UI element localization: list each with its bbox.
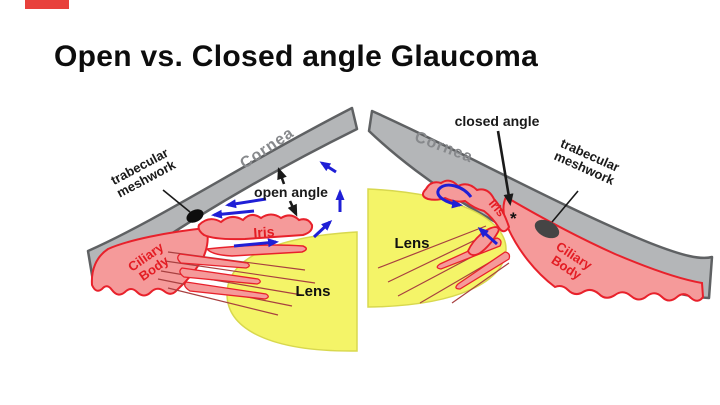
closed-angle-asterisk: * bbox=[510, 209, 517, 228]
lens-label-left: Lens bbox=[295, 283, 330, 300]
lens-label-right: Lens bbox=[394, 235, 429, 252]
aqueous-flow-arrows-left bbox=[211, 161, 345, 248]
open-angle-diagram: trabecular meshwork Cornea open angle Ir… bbox=[86, 106, 359, 352]
ciliary-body-right bbox=[502, 195, 705, 302]
trabecular-pointer-right bbox=[551, 190, 579, 223]
trabecular-meshwork-dot-left bbox=[186, 209, 204, 223]
iris-right bbox=[422, 179, 511, 233]
slide-title: Open vs. Closed angle Glaucoma bbox=[54, 40, 539, 73]
slide-accent-bar bbox=[25, 0, 69, 9]
closed-angle-label: closed angle bbox=[455, 113, 540, 129]
open-angle-arrows bbox=[277, 167, 298, 217]
aqueous-flow-arrows-right bbox=[436, 183, 498, 246]
iris-posterior-leaf-right bbox=[467, 226, 500, 256]
trabecular-pointer-left bbox=[162, 189, 191, 213]
ciliary-processes-left bbox=[177, 253, 269, 300]
iris-label-left: Iris bbox=[253, 223, 275, 240]
trabecular-meshwork-blob-right bbox=[534, 219, 560, 239]
trabecular-meshwork-label-right: trabecular meshwork bbox=[552, 136, 622, 189]
trabecular-meshwork-label-left: trabecular meshwork bbox=[108, 145, 178, 200]
open-angle-label: open angle bbox=[254, 184, 328, 200]
closed-angle-diagram: closed angle trabecular meshwork Cornea … bbox=[367, 109, 714, 308]
ciliary-body-left bbox=[90, 226, 209, 297]
closed-angle-pointer bbox=[496, 130, 514, 206]
